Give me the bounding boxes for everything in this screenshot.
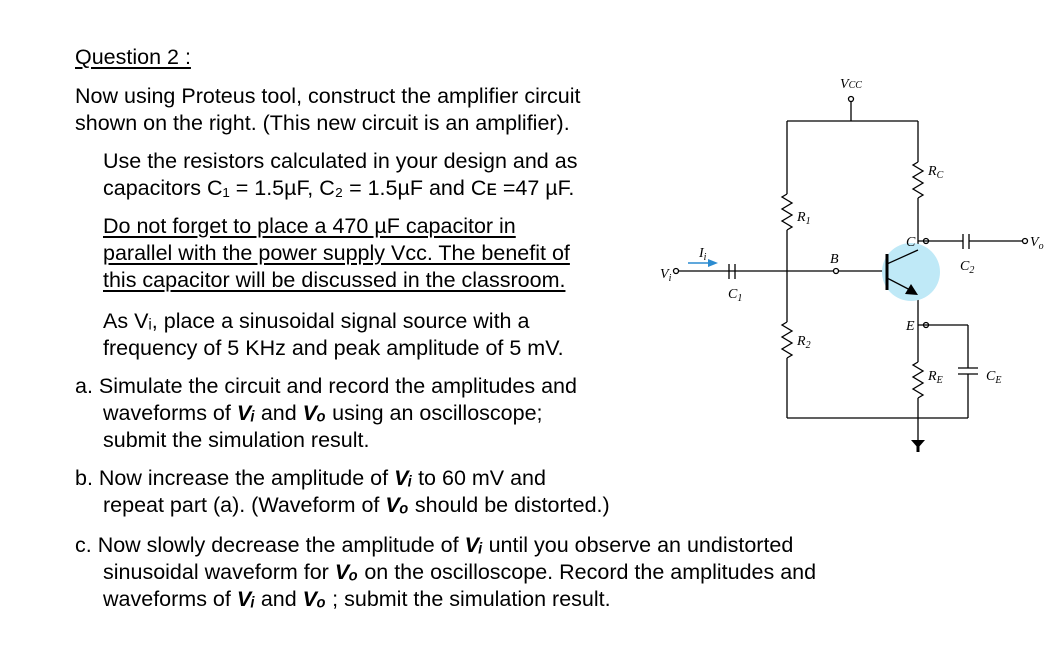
- para2-line-1: Do not forget to place a 470 µF capacito…: [103, 214, 516, 238]
- resistor-r1: [780, 193, 794, 231]
- para2-line-3: this capacitor will be discussed in the …: [103, 268, 566, 292]
- para1-line-2: capacitors C₁ = 1.5µF, C₂ = 1.5µF and Cᴇ…: [103, 176, 575, 200]
- vcc-terminal: [847, 95, 855, 103]
- para2-line-2: parallel with the power supply Vcc. The …: [103, 241, 570, 265]
- label-c2: C2: [960, 259, 974, 276]
- label-node-b: B: [830, 252, 839, 267]
- item-c-line-1: c. Now slowly decrease the amplitude of …: [75, 533, 794, 557]
- question-title: Question 2 :: [75, 45, 191, 69]
- resistor-r2: [780, 321, 794, 359]
- label-node-e: E: [905, 319, 915, 334]
- item-a-line-2: waveforms of Vᵢ and Vₒ using an oscillos…: [103, 401, 543, 425]
- para1-line-1: Use the resistors calculated in your des…: [103, 149, 578, 173]
- item-c-line-3: waveforms of Vᵢ and Vₒ ; submit the simu…: [103, 587, 611, 611]
- item-a-line-3: submit the simulation result.: [103, 428, 370, 452]
- label-vo: Vo: [1030, 235, 1044, 252]
- label-ce: CE: [986, 369, 1001, 386]
- label-c1: C1: [728, 287, 742, 304]
- emitter-arrow: [905, 284, 918, 295]
- label-r2: R2: [796, 334, 811, 351]
- intro-line-2: shown on the right. (This new circuit is…: [75, 111, 570, 135]
- label-re: RE: [927, 369, 943, 386]
- label-vcc: VCC: [840, 77, 862, 92]
- item-c-line-2: sinusoidal waveform for Vₒ on the oscill…: [103, 560, 817, 584]
- resistor-rc: [911, 161, 925, 199]
- label-r1: R1: [796, 210, 811, 227]
- vo-terminal: [1021, 237, 1029, 245]
- item-a-line-1: a. Simulate the circuit and record the a…: [75, 374, 577, 398]
- item-b-line-1: b. Now increase the amplitude of Vᵢ to 6…: [75, 466, 546, 490]
- label-vi: Vi: [660, 267, 672, 284]
- label-rc: RC: [927, 164, 944, 181]
- para3-line-1: As Vᵢ, place a sinusoidal signal source …: [103, 309, 530, 333]
- para3-line-2: frequency of 5 KHz and peak amplitude of…: [103, 336, 564, 360]
- label-ii: Ii: [698, 246, 707, 263]
- resistor-re: [911, 361, 925, 399]
- transistor-highlight: [882, 243, 940, 301]
- item-b-line-2: repeat part (a). (Waveform of Vₒ should …: [103, 493, 610, 517]
- intro-line-1: Now using Proteus tool, construct the am…: [75, 84, 581, 108]
- transistor-collector: [886, 249, 919, 265]
- label-node-c: C: [906, 235, 916, 250]
- vi-terminal: [672, 267, 680, 275]
